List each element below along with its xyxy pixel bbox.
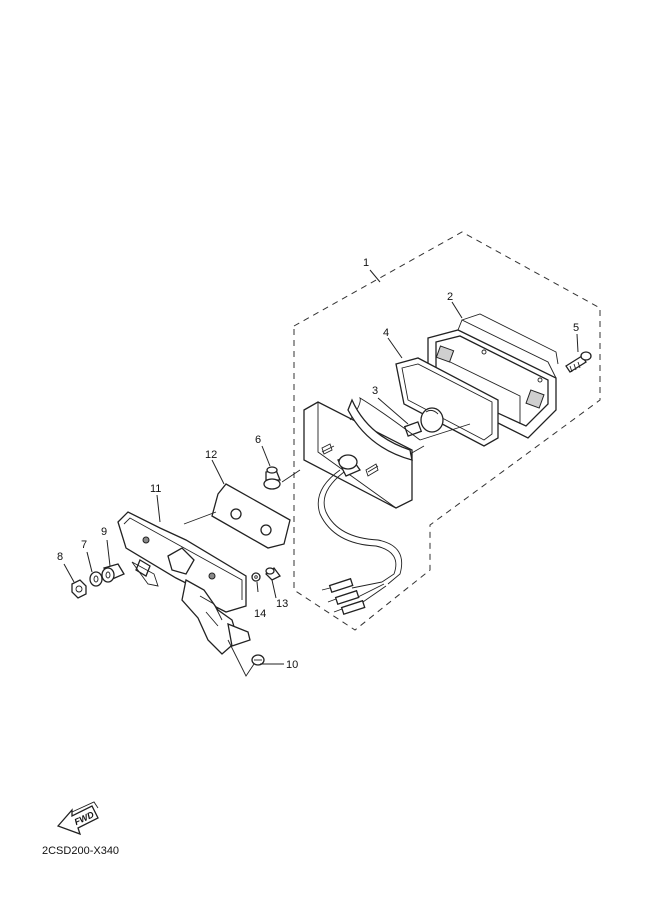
callout-3: 3 bbox=[372, 385, 378, 397]
callout-4: 4 bbox=[383, 327, 389, 339]
bolt bbox=[263, 466, 281, 490]
fwd-arrow-icon: FWD bbox=[56, 801, 99, 836]
bulb bbox=[403, 407, 444, 437]
nut bbox=[71, 579, 87, 599]
lamp-base-plate bbox=[303, 396, 425, 509]
small-screw bbox=[265, 567, 281, 581]
callout-7: 7 bbox=[81, 539, 87, 551]
bracket-screw bbox=[251, 654, 265, 666]
assembly-boundary bbox=[293, 231, 601, 631]
washer bbox=[89, 571, 103, 587]
callout-10: 10 bbox=[286, 659, 298, 671]
callout-8: 8 bbox=[57, 551, 63, 563]
callout-2: 2 bbox=[447, 291, 453, 303]
callout-13: 13 bbox=[276, 598, 288, 610]
screw bbox=[565, 351, 592, 373]
diagram-code: 2CSD200-X340 bbox=[42, 845, 119, 857]
small-washer bbox=[251, 572, 261, 582]
callout-1: 1 bbox=[363, 257, 369, 269]
leader-lines bbox=[63, 269, 579, 677]
callout-11: 11 bbox=[150, 483, 161, 495]
callout-12: 12 bbox=[205, 449, 217, 461]
callout-9: 9 bbox=[101, 526, 107, 538]
spacer-plate bbox=[211, 483, 291, 549]
callouts: 1 2 3 4 5 6 7 8 9 10 11 12 13 14 bbox=[57, 257, 579, 671]
wire-harness bbox=[317, 469, 403, 616]
collar bbox=[101, 563, 125, 583]
license-bracket bbox=[117, 511, 251, 655]
callout-6: 6 bbox=[255, 434, 261, 446]
callout-14: 14 bbox=[254, 608, 266, 620]
lens-gasket bbox=[395, 357, 499, 447]
callout-5: 5 bbox=[573, 322, 579, 334]
